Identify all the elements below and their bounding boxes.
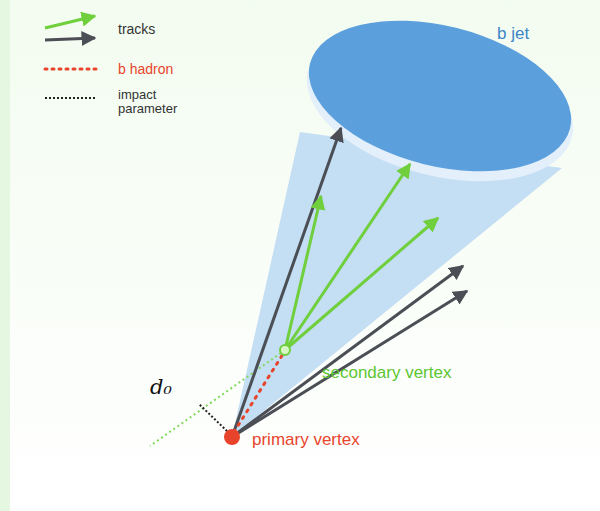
impact-parameter-sample bbox=[45, 97, 97, 99]
track bbox=[285, 218, 438, 350]
secondary-vertex-dot bbox=[280, 345, 290, 355]
legend-text: b hadron bbox=[118, 61, 173, 77]
track bbox=[232, 291, 467, 437]
impact-parameter-symbol: d₀ bbox=[150, 375, 172, 399]
primary-vertex-dot bbox=[224, 429, 240, 445]
legend-text: tracks bbox=[118, 21, 155, 37]
jet-label: b jet bbox=[497, 24, 529, 44]
legend-text: impact parameter bbox=[118, 88, 198, 117]
jet-ellipse bbox=[293, 0, 587, 196]
vertex-label: primary vertex bbox=[252, 430, 360, 450]
impact-parameter-line bbox=[199, 404, 230, 434]
b-hadron-path bbox=[234, 354, 283, 432]
b-hadron-sample bbox=[45, 68, 97, 71]
track-sample bbox=[45, 16, 95, 28]
vertex-label: secondary vertex bbox=[322, 363, 451, 383]
track bbox=[232, 128, 341, 437]
track-sample bbox=[45, 38, 95, 40]
track bbox=[285, 196, 321, 350]
track bbox=[232, 266, 463, 437]
